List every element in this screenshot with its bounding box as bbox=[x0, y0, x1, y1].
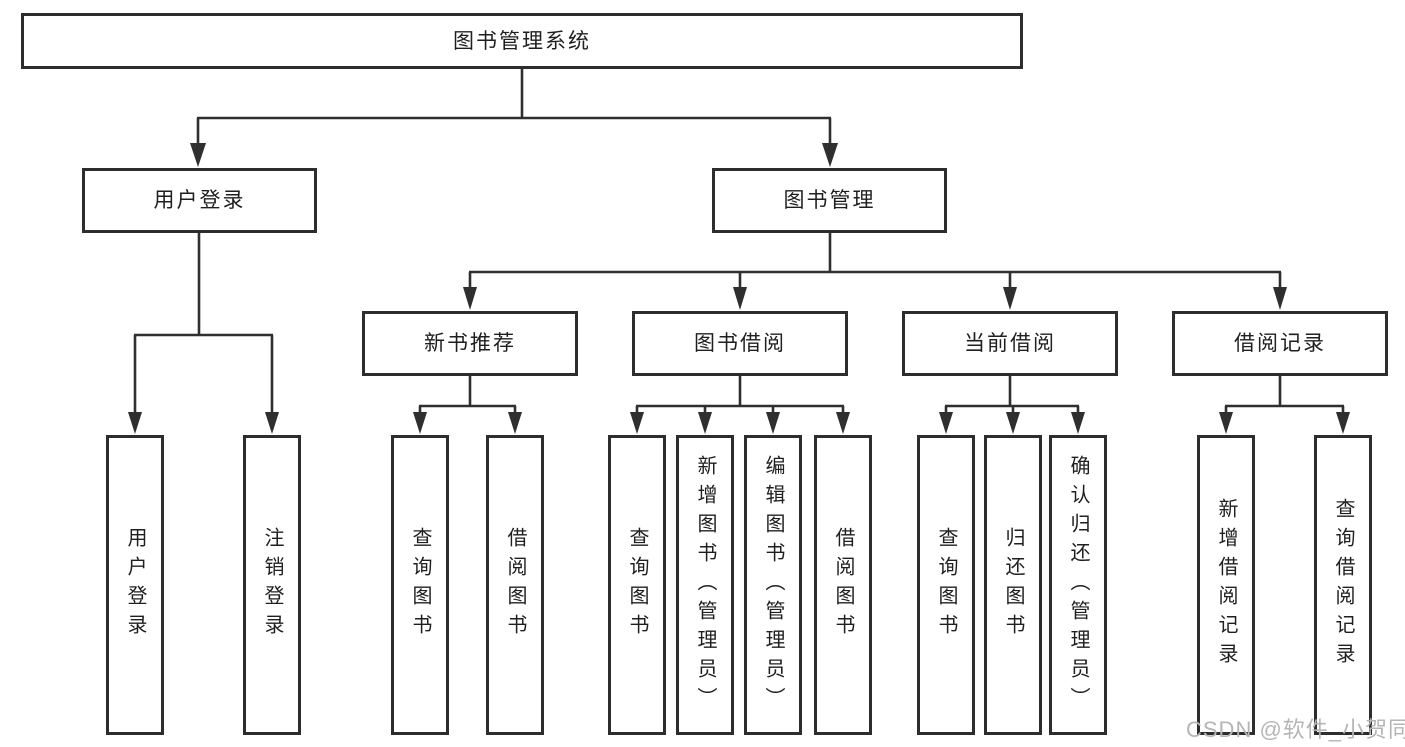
leaf-cb-query-books: 查询图书 bbox=[917, 435, 975, 735]
leaf-cb-return-books: 归还图书 bbox=[984, 435, 1042, 735]
leaf-bb-edit-books-admin: 编辑图书（管理员） bbox=[744, 435, 802, 735]
node-library-system: 图书管理系统 bbox=[21, 13, 1023, 69]
arrow-records bbox=[1273, 287, 1287, 310]
arrow-bb-borrow bbox=[836, 412, 850, 434]
arrow-bb-query bbox=[630, 412, 644, 434]
arrow-book-mgmt bbox=[822, 143, 838, 167]
leaf-nb-borrow-books: 借阅图书 bbox=[486, 435, 544, 735]
arrow-leaf-logout bbox=[265, 412, 279, 434]
leaf-nb-query-books: 查询图书 bbox=[391, 435, 449, 735]
node-user-login: 用户登录 bbox=[82, 168, 317, 233]
leaf-user-login: 用户登录 bbox=[106, 435, 164, 735]
node-current-borrowing: 当前借阅 bbox=[902, 311, 1118, 376]
arrow-nb-borrow bbox=[508, 412, 522, 434]
arrow-current bbox=[1003, 287, 1017, 310]
arrow-user-login bbox=[190, 143, 206, 167]
arrow-br-query bbox=[1336, 412, 1350, 434]
arrow-leaf-login bbox=[128, 412, 142, 434]
arrow-borrowing bbox=[733, 287, 747, 310]
arrow-nb-query bbox=[413, 412, 427, 434]
arrow-newbook bbox=[463, 287, 477, 310]
arrow-bb-add bbox=[698, 412, 712, 434]
arrow-cb-return bbox=[1006, 412, 1020, 434]
leaf-bb-borrow-books: 借阅图书 bbox=[814, 435, 872, 735]
node-new-book-recommend: 新书推荐 bbox=[362, 311, 578, 376]
leaf-br-add-record: 新增借阅记录 bbox=[1197, 435, 1255, 735]
node-book-management: 图书管理 bbox=[712, 168, 947, 233]
arrow-cb-query bbox=[939, 412, 953, 434]
node-borrow-records: 借阅记录 bbox=[1172, 311, 1388, 376]
csdn-watermark: CSDN @软件_小贺同学 bbox=[1186, 717, 1405, 742]
leaf-bb-query-books: 查询图书 bbox=[608, 435, 666, 735]
arrow-br-add bbox=[1219, 412, 1233, 434]
leaf-logout: 注销登录 bbox=[243, 435, 301, 735]
arrow-bb-edit bbox=[766, 412, 780, 434]
leaf-cb-confirm-return-admin: 确认归还（管理员） bbox=[1049, 435, 1107, 735]
node-book-borrowing: 图书借阅 bbox=[632, 311, 848, 376]
leaf-br-query-record: 查询借阅记录 bbox=[1314, 435, 1372, 735]
leaf-bb-add-books-admin: 新增图书（管理员） bbox=[676, 435, 734, 735]
arrow-cb-confirm bbox=[1071, 412, 1085, 434]
